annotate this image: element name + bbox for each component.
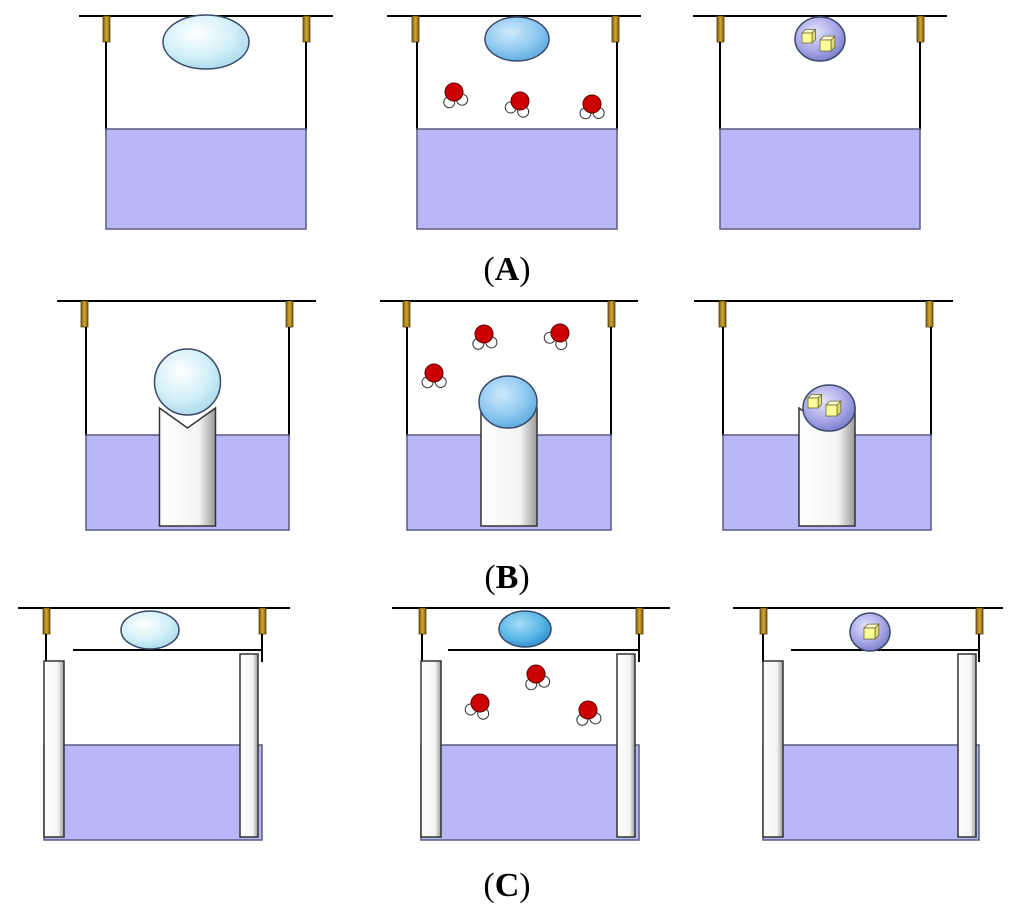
droplet-icon [498,610,552,648]
oxygen-atom [582,94,602,114]
gold-rod-icon [42,607,51,635]
row-a-panel-3 [693,15,947,230]
reservoir-solution [762,744,980,841]
droplet-icon [478,375,538,429]
gold-rod-icon [916,15,925,43]
oxygen-atom [474,324,494,344]
crystal-front [863,627,876,640]
row-a-panel-1 [79,14,333,230]
reservoir-solution [416,128,618,230]
oxygen-atom [444,82,464,102]
water-molecule-icon [421,363,447,389]
gold-rod-icon [716,15,725,43]
crystal-front [801,32,813,44]
droplet-icon [162,14,250,70]
crystal-cube-icon [863,623,880,640]
oxygen-atom [578,700,598,720]
row-b-panel-2 [380,300,638,531]
row-c-panel-2 [392,607,670,841]
gold-rod-icon [102,15,111,43]
crystal-cube-icon [801,28,817,44]
water-molecule-icon [464,693,490,720]
row-label-c: (C) [483,867,531,904]
row-label-a: (A) [483,251,531,288]
droplet-icon [484,16,550,62]
pedestal [957,653,977,838]
droplet-icon [120,610,180,650]
gold-rod-icon [718,300,727,328]
gold-rod-icon [975,607,984,635]
reservoir-solution [105,128,307,230]
pedestal [616,653,636,838]
pedestal [762,660,784,838]
gold-rod-icon [80,300,89,328]
crystal-front [819,39,832,52]
pedestal [420,660,442,838]
crystal-cube-icon [819,35,836,52]
water-molecule-icon [579,94,605,120]
water-molecule-icon [443,82,469,109]
gold-rod-icon [607,300,616,328]
oxygen-atom [510,91,530,111]
row-a-panel-2 [387,15,641,230]
crystal-cube-icon [807,393,823,409]
reservoir-solution [420,744,640,841]
oxygen-atom [424,363,444,383]
crystal-front [825,404,838,417]
pedestal [239,653,259,838]
oxygen-atom [470,693,490,713]
oxygen-atom [550,323,570,343]
row-c-panel-1 [18,607,290,841]
gold-rod-icon [611,15,620,43]
water-molecule-icon [472,324,498,350]
oxygen-atom [526,664,546,684]
gold-rod-icon [759,607,768,635]
row-b-panel-3 [694,300,953,531]
water-molecule-icon [525,664,551,691]
row-c-panel-3 [733,607,1003,841]
water-molecule-icon [543,323,570,351]
crystal-front [807,397,819,409]
gold-rod-icon [285,300,294,328]
water-molecule-icon [576,700,602,726]
droplet-icon [153,348,222,416]
gold-rod-icon [418,607,427,635]
row-label-b: (B) [484,559,530,596]
pedestal [158,406,217,527]
gold-rod-icon [635,607,644,635]
gold-rod-icon [402,300,411,328]
reservoir-solution [43,744,263,841]
water-molecule-icon [504,91,530,118]
gold-rod-icon [411,15,420,43]
pedestal [43,660,65,838]
gold-rod-icon [258,607,267,635]
gold-rod-icon [302,15,311,43]
reservoir-solution [719,128,921,230]
crystal-cube-icon [825,400,842,417]
gold-rod-icon [925,300,934,328]
row-b-panel-1 [57,300,316,531]
